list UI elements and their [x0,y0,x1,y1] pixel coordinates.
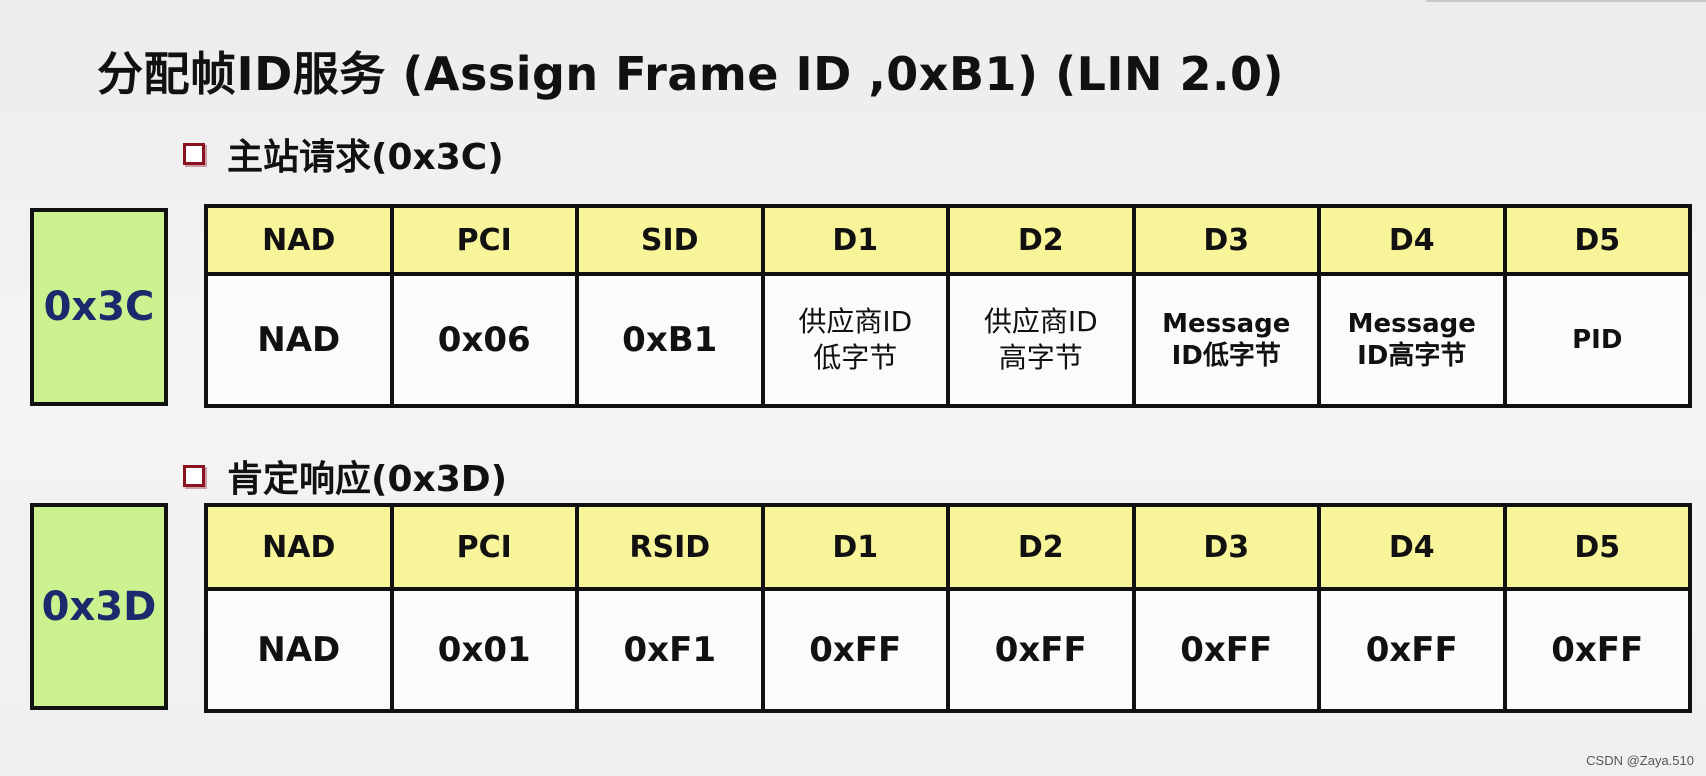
response-id-box: 0x3D [30,503,168,710]
value-cell: 0x01 [389,587,579,713]
square-bullet-icon [183,465,205,487]
value-cell: 0xB1 [575,272,765,408]
value-cell: 0xFF [760,587,950,713]
header-cell: D3 [1131,204,1321,276]
request-value-row: NAD 0x06 0xB1 供应商ID 低字节 供应商ID 高字节 Messag… [204,272,1692,408]
header-cell: D4 [1317,204,1507,276]
header-cell: D3 [1131,503,1321,591]
response-value-row: NAD 0x01 0xF1 0xFF 0xFF 0xFF 0xFF 0xFF [204,587,1692,713]
request-frame-table: NAD PCI SID D1 D2 D3 D4 D5 NAD 0x06 0xB1… [204,204,1692,408]
value-cell: 0xFF [1131,587,1321,713]
value-text: NAD [257,320,341,360]
request-id-box: 0x3C [30,208,168,406]
header-cell: NAD [204,204,394,276]
value-line: 供应商ID [798,304,913,338]
value-cell: 0x06 [389,272,579,408]
value-cell: PID [1502,272,1692,408]
value-line: 供应商ID [983,304,1098,338]
header-cell: PCI [389,204,579,276]
value-cell: 0xF1 [575,587,765,713]
value-text: PID [1572,324,1623,355]
value-cell: NAD [204,272,394,408]
value-cell: 0xFF [1502,587,1692,713]
value-cell: 供应商ID 低字节 [760,272,950,408]
value-cell: Message ID低字节 [1131,272,1321,408]
header-cell: SID [575,204,765,276]
header-cell: D4 [1317,503,1507,591]
header-cell: NAD [204,503,394,591]
response-heading: 肯定响应(0x3D) [227,459,508,500]
value-cell: 0xFF [1317,587,1507,713]
response-frame-table: NAD PCI RSID D1 D2 D3 D4 D5 NAD 0x01 0xF… [204,503,1692,713]
value-line: ID低字节 [1171,341,1281,371]
header-cell: D5 [1502,503,1692,591]
page-title: 分配帧ID服务 (Assign Frame ID ,0xB1) (LIN 2.0… [97,47,1285,101]
request-bullet: 主站请求(0x3C) [183,128,504,180]
header-cell: D5 [1502,204,1692,276]
square-bullet-icon [183,143,205,165]
header-cell: D1 [760,503,950,591]
value-cell: Message ID高字节 [1317,272,1507,408]
value-text: 0xB1 [622,320,718,360]
value-line: ID高字节 [1357,341,1467,371]
value-line: 低字节 [813,341,898,374]
watermark: CSDN @Zaya.510 [1586,753,1694,768]
request-heading: 主站请求(0x3C) [227,137,504,178]
response-id-label: 0x3D [41,583,157,630]
value-line: Message [1347,308,1476,339]
header-cell: D1 [760,204,950,276]
value-line: 高字节 [998,341,1083,374]
request-header-row: NAD PCI SID D1 D2 D3 D4 D5 [204,204,1692,276]
header-cell: RSID [575,503,765,591]
header-cell: D2 [946,503,1136,591]
value-text: 0x06 [437,320,531,360]
request-id-label: 0x3C [43,284,155,330]
value-cell: 供应商ID 高字节 [946,272,1136,408]
value-cell: 0xFF [946,587,1136,713]
response-header-row: NAD PCI RSID D1 D2 D3 D4 D5 [204,503,1692,591]
value-line: Message [1162,308,1291,339]
header-cell: PCI [389,503,579,591]
header-cell: D2 [946,204,1136,276]
value-cell: NAD [204,587,394,713]
top-divider [1426,0,1706,2]
response-bullet: 肯定响应(0x3D) [183,450,507,502]
